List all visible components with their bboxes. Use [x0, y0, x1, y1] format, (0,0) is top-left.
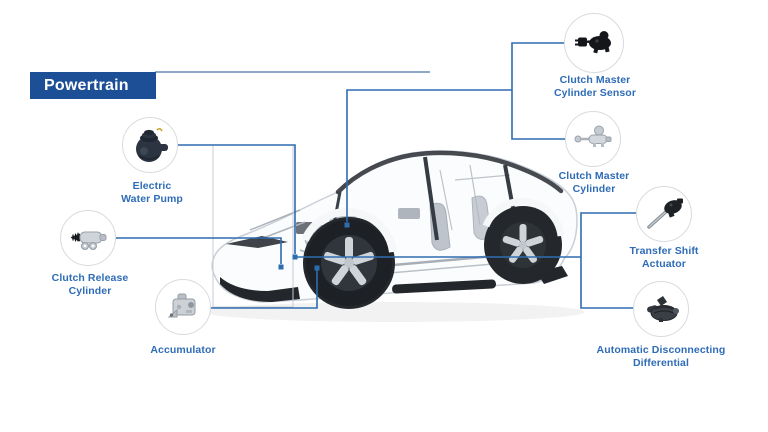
transfer-shift-actuator-icon	[647, 198, 683, 229]
automatic-disconnecting-differential-circle	[633, 281, 689, 337]
powertrain-banner: Powertrain	[30, 72, 156, 99]
transfer-shift-actuator-label: Transfer Shift Actuator	[629, 245, 699, 270]
automatic-disconnecting-differential-label: Automatic Disconnecting Differential	[596, 344, 726, 369]
clutch-master-cylinder-sensor-label: Clutch Master Cylinder Sensor	[553, 74, 637, 99]
connector-clutch-release-cylinder	[116, 237, 282, 264]
clutch-release-cylinder-circle	[60, 210, 116, 266]
clutch-release-cylinder-label: Clutch Release Cylinder	[51, 272, 129, 297]
connector-accumulator	[207, 270, 318, 309]
anchor-dot-pump	[292, 254, 298, 260]
clutch-master-cylinder-circle	[565, 111, 621, 167]
engine-highlight-box	[212, 144, 294, 308]
electric-water-pump-icon	[136, 127, 168, 162]
electric-water-pump-circle	[122, 117, 178, 173]
clutch-master-cylinder-icon	[574, 125, 612, 147]
clutch-master-cylinder-sensor-circle	[564, 13, 624, 73]
page-title: Powertrain	[44, 76, 129, 94]
connector-engine-drop	[346, 89, 512, 222]
clutch-master-cylinder-sensor-icon	[575, 31, 611, 54]
transfer-shift-actuator-circle	[636, 186, 692, 242]
electric-water-pump-label: Electric Water Pump	[121, 180, 183, 205]
anchor-dot-release	[278, 264, 284, 270]
anchor-dot-accumulator	[314, 265, 320, 271]
accumulator-icon	[167, 293, 196, 318]
clutch-release-cylinder-icon	[71, 231, 107, 250]
clutch-master-cylinder-label: Clutch Master Cylinder	[558, 170, 630, 195]
accumulator-label: Accumulator	[150, 344, 216, 356]
anchor-dot-engine	[344, 222, 350, 228]
automatic-disconnecting-differential-icon	[647, 296, 679, 322]
